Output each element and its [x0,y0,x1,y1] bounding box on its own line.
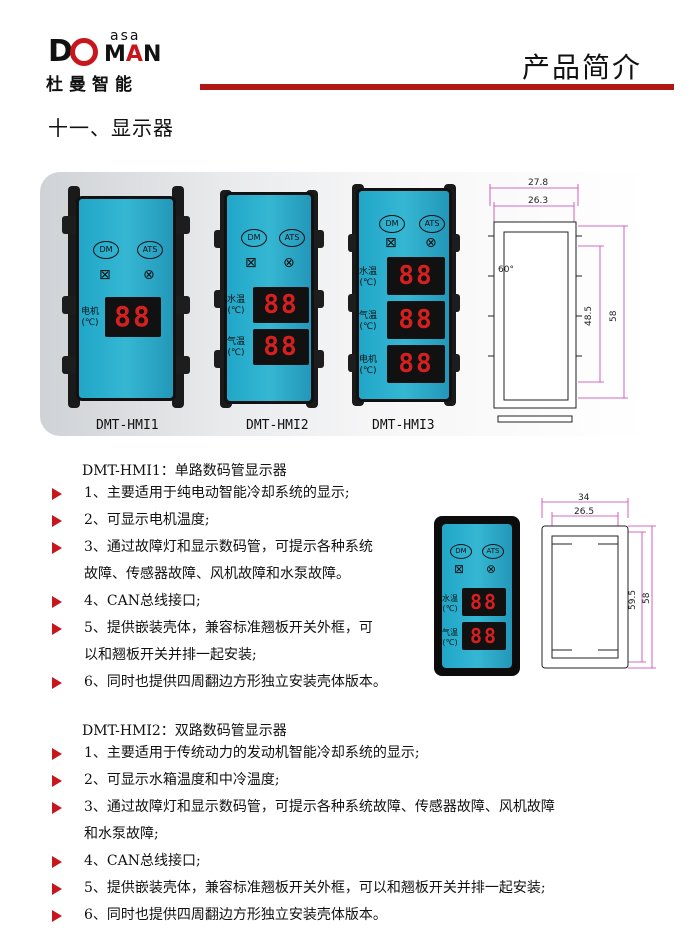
water-temp-label: 水温 (℃) [227,295,246,316]
page-title: 产品简介 [521,51,642,84]
list-item: 2、可显示电机温度; [52,507,432,534]
logo-ring [70,38,98,66]
hmi2-feature-list: 1、主要适用于传统动力的发动机智能冷却系统的显示; 2、可显示水箱温度和中冷温度… [52,740,652,929]
fan-fault-icon: ⊠ [454,562,465,576]
fan-fault-icon: ⊠ [99,267,111,283]
dim-inner-width: 26.3 [528,196,548,206]
air-temp-display: 88 [387,301,445,339]
air-temp-display: 88 [462,622,506,650]
list-item-continuation: 和水泵故障; [84,826,159,842]
dim-angle: 60° [498,265,514,275]
list-item: 1、主要适用于传统动力的发动机智能冷却系统的显示; [52,740,652,767]
device-hmi2-side: DM ATS ⊠ ⊗ 水温 (℃) 88 气温 (℃) 88 [434,516,520,676]
motor-label: 电机 (℃) [81,307,100,328]
pump-fault-icon: ⊗ [425,235,437,251]
list-item: 5、提供嵌装壳体，兼容标准翘板开关外框，可 [52,615,432,642]
fan-fault-icon: ⊠ [385,235,397,251]
air-temp-label: 气温 (℃) [227,337,246,358]
ats-indicator: ATS [137,241,163,259]
dimension-drawing-top: 27.8 26.3 60° 48.5 58 [488,178,628,423]
motor-display: 88 [387,345,445,383]
brand-name-cn: 杜曼智能 [46,75,138,95]
brand-logo: D asa MAN 杜曼智能 [40,26,170,96]
list-item: 6、同时也提供四周翻边方形独立安装壳体版本。 [52,669,432,696]
dim-inner-height: 58 [642,592,652,604]
list-item: 6、同时也提供四周翻边方形独立安装壳体版本。 [52,902,652,929]
list-item: 1、主要适用于纯电动智能冷却系统的显示; [52,480,432,507]
list-item-continuation: 以和翘板开关并排一起安装; [84,647,257,663]
water-temp-display: 88 [387,257,445,295]
dim-outer-width: 34 [578,493,590,503]
ats-indicator: ATS [482,544,504,559]
dm-indicator: DM [450,544,472,559]
list-item: 3、通过故障灯和显示数码管，可提示各种系统 [52,534,432,561]
dm-indicator: DM [241,229,267,247]
water-temp-display: 88 [253,287,309,323]
water-temp-display: 88 [462,588,506,616]
pump-fault-icon: ⊗ [283,255,295,271]
water-temp-label: 水温 (℃) [442,594,458,613]
device-hmi3: DM ATS ⊠ ⊗ 水温 (℃) 88 气温 (℃) 88 电机 (℃) 88 [348,184,460,406]
dm-indicator: DM [93,241,119,259]
dim-inner-width: 26.5 [574,507,594,517]
list-item: 4、CAN总线接口; [52,848,652,875]
dim-inner-height: 48.5 [584,306,594,326]
caption-hmi2: DMT-HMI2 [246,418,309,433]
dimension-drawing-side: 34 26.5 59.5 58 [541,493,656,669]
motor-display: 88 [105,297,161,337]
dim-outer-height: 58 [609,310,619,322]
motor-label: 电机 (℃) [359,355,378,376]
caption-hmi1: DMT-HMI1 [96,418,159,433]
section-title: 十一、显示器 [48,116,174,140]
ats-indicator: ATS [279,229,305,247]
water-temp-label: 水温 (℃) [359,267,378,288]
caption-hmi3: DMT-HMI3 [372,418,435,433]
pump-fault-icon: ⊗ [486,562,497,576]
dm-indicator: DM [379,215,405,233]
list-item: 5、提供嵌装壳体，兼容标准翘板开关外框，可以和翘板开关并排一起安装; [52,875,652,902]
device-hmi1: DM ATS ⊠ ⊗ 电机 (℃) 88 [62,186,190,408]
logo-letter-d: D [48,34,73,69]
list-item-continuation: 故障、传感器故障、风机故障和水泵故障。 [84,566,350,582]
logo-man: MAN [104,42,162,67]
logo-asa: asa [110,28,141,44]
list-item: 2、可显示水箱温度和中冷温度; [52,767,652,794]
air-temp-label: 气温 (℃) [442,628,458,647]
hmi2-heading: DMT-HMI2：双路数码管显示器 [82,723,287,739]
dim-outer-height: 59.5 [628,590,638,610]
list-item: 4、CAN总线接口; [52,588,432,615]
air-temp-display: 88 [253,329,309,365]
fan-fault-icon: ⊠ [245,255,257,271]
device-hmi2: DM ATS ⊠ ⊗ 水温 (℃) 88 气温 (℃) 88 [214,190,324,408]
list-item: 3、通过故障灯和显示数码管，可提示各种系统故障、传感器故障、风机故障 [52,794,652,821]
hmi1-heading: DMT-HMI1：单路数码管显示器 [82,463,287,479]
hmi1-feature-list: 1、主要适用于纯电动智能冷却系统的显示; 2、可显示电机温度; 3、通过故障灯和… [52,480,432,696]
pump-fault-icon: ⊗ [143,267,155,283]
ats-indicator: ATS [419,215,445,233]
dim-outer-width: 27.8 [528,178,548,188]
air-temp-label: 气温 (℃) [359,311,378,332]
header-rule [200,84,674,90]
